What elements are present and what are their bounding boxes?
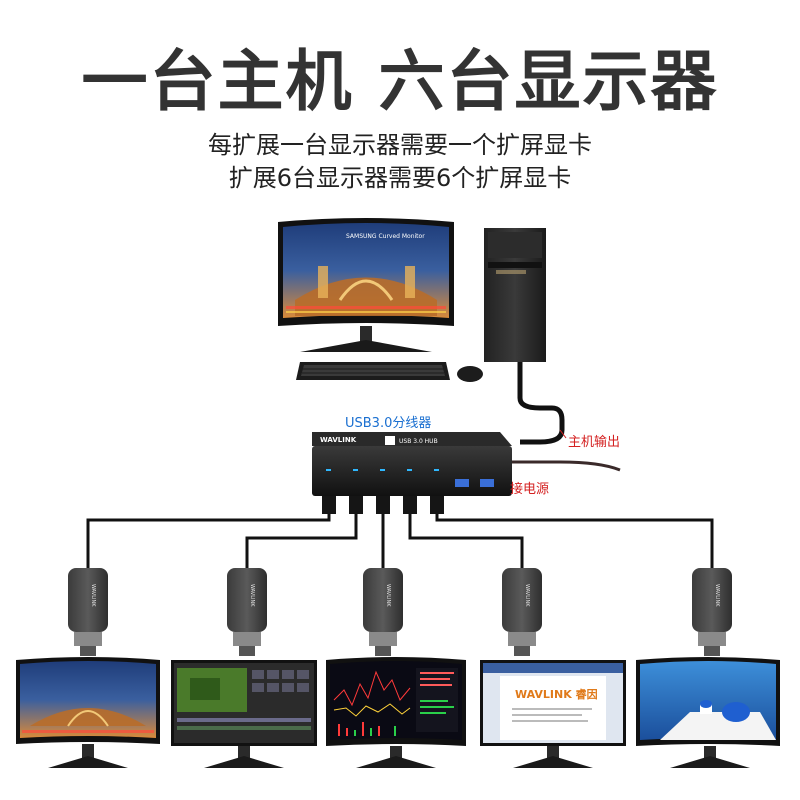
hub-model: USB 3.0 HUB — [399, 438, 438, 445]
bottom-monitor-2 — [171, 660, 317, 768]
mouse — [457, 366, 483, 382]
bottom-monitor-4: WAVLINK 睿因 — [480, 660, 626, 768]
pc-tower — [484, 228, 546, 362]
subtitle-line-2: 扩展6台显示器需要6个扩屏显卡 — [228, 164, 572, 192]
hub-leds — [326, 469, 439, 471]
hub-usb-ports — [455, 479, 494, 487]
hub-label: USB3.0分线器 — [345, 416, 432, 431]
host-cable — [517, 362, 565, 445]
svg-text:WAVLINK: WAVLINK — [714, 584, 720, 607]
svg-text:WAVLINK: WAVLINK — [524, 584, 530, 607]
hub-brand: WAVLINK — [320, 436, 357, 444]
display-adapters: WAVLINK WAVLINK WAVLINK WAVLINK WAVLINK — [68, 568, 732, 656]
bottom-monitor-5 — [636, 657, 780, 768]
power-label: 接电源 — [510, 482, 550, 497]
subtitle-line-1: 每扩展一台显示器需要一个扩屏显卡 — [208, 131, 592, 159]
host-output-label: 主机输出 — [568, 435, 621, 450]
monitor-4-logo: WAVLINK 睿因 — [515, 687, 598, 701]
svg-text:WAVLINK: WAVLINK — [90, 584, 96, 607]
bottom-monitor-3 — [326, 657, 466, 768]
top-monitor: SAMSUNG Curved Monitor — [278, 218, 454, 352]
adapter-cables — [86, 514, 714, 570]
svg-text:WAVLINK: WAVLINK — [249, 584, 255, 607]
top-monitor-text: SAMSUNG Curved Monitor — [346, 233, 425, 240]
svg-text:WAVLINK: WAVLINK — [385, 584, 391, 607]
usb-hub: WAVLINK USB 3.0 HUB — [312, 432, 512, 496]
hub-plugs — [322, 496, 444, 514]
keyboard — [296, 362, 450, 380]
host-output-leader — [559, 429, 567, 439]
power-cable — [508, 460, 621, 472]
headline: 一台主机 六台显示器 — [81, 43, 719, 120]
bottom-monitor-1 — [16, 657, 160, 768]
